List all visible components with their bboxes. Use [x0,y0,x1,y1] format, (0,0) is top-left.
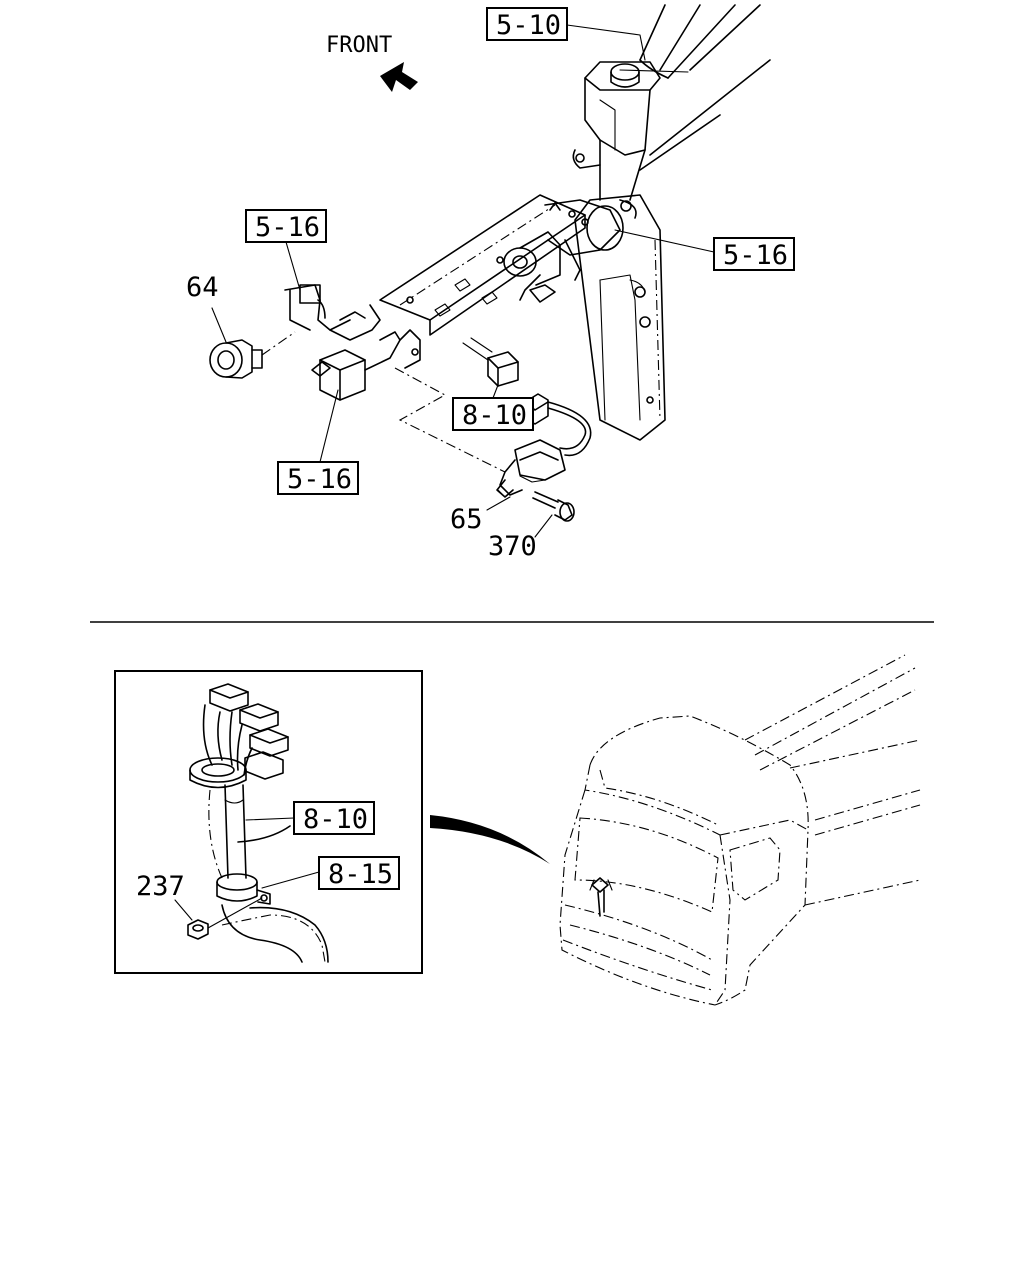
ref-box-5-10: 5-10 [486,7,568,41]
valve-assembly [503,199,624,303]
truck-outline [559,654,921,1006]
leader-5-16-bottom [319,389,339,463]
leader-64 [211,307,227,343]
front-arrow-icon [380,62,418,92]
inset-harness-tube [208,784,291,879]
part-label-237: 237 [136,871,185,902]
ref-label-5-16-right: 5-16 [723,240,788,271]
ref-label-8-10-top: 8-10 [462,400,527,431]
inset-clamp [216,873,271,905]
leader-dashed-sensor [394,367,506,473]
connector-plug [462,337,519,387]
leader-370 [534,514,553,538]
ref-box-5-16-right: 5-16 [713,237,795,271]
inset-connector-bundle [202,683,289,780]
ref-box-8-10-inset: 8-10 [293,801,375,835]
inset-hose [221,904,329,963]
switch-housing [311,329,421,401]
grommet-part-64 [209,339,263,379]
leader-237 [174,899,193,921]
cross-member [379,194,586,336]
bolt-part-370 [532,491,575,522]
frame-rail [619,4,771,171]
sensor-part-65 [496,439,566,498]
inset-nut-part-237 [187,919,209,940]
ref-box-8-10-top: 8-10 [452,397,534,431]
inset-grommet [189,757,247,789]
leader-8-10-inset [245,817,295,821]
leader-5-16-right [614,229,715,253]
detail-inset-frame [114,670,423,974]
left-bracket [284,284,381,341]
leader-237-clamp [207,897,263,929]
leader-8-10-top [492,384,499,399]
ref-box-5-16-bottom: 5-16 [277,461,359,495]
harness-wire-2 [547,401,592,457]
ref-box-8-15: 8-15 [318,856,400,890]
ref-label-5-16-top: 5-16 [255,212,320,243]
harness-wire [547,407,587,450]
leader-64-install [261,331,296,356]
part-label-370: 370 [488,531,537,562]
leader-5-10 [566,24,646,61]
front-label: FRONT [326,33,392,58]
ref-label-5-16-bottom: 5-16 [287,464,352,495]
part-label-65: 65 [450,504,483,535]
ref-label-5-10: 5-10 [496,10,561,41]
ref-label-8-10-inset: 8-10 [303,804,368,835]
upper-bracket [572,61,661,201]
frame-hanger [574,194,666,441]
detail-pointer-arrow [430,815,550,864]
leader-8-15 [261,871,320,889]
leader-65 [486,496,511,511]
ref-box-5-16-top: 5-16 [245,209,327,243]
part-label-64: 64 [186,272,219,303]
ref-label-8-15: 8-15 [328,859,393,890]
truck-harness-marker [589,877,613,917]
leader-5-16-top [285,241,301,291]
